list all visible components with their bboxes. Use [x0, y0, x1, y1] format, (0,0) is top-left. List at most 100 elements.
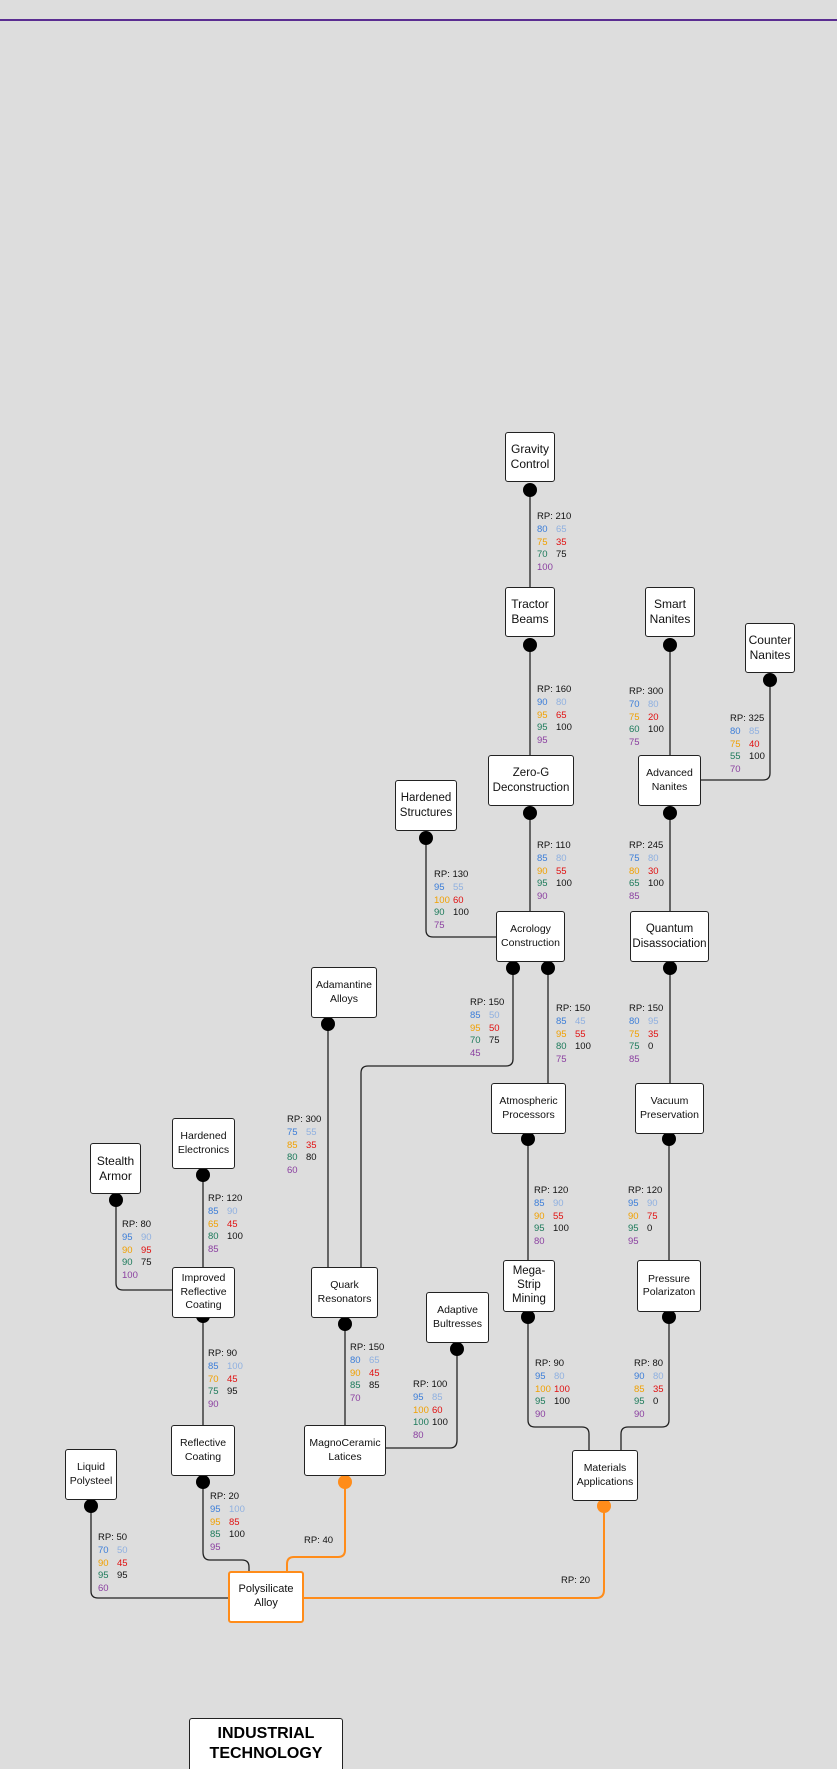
stat-value [647, 1236, 666, 1249]
node-label: Reflective Coating [179, 1437, 227, 1463]
stat-value: 100 [553, 1223, 569, 1235]
node-quark-resonators[interactable]: Quark Resonators [311, 1267, 378, 1318]
node-stealth-armor[interactable]: Stealth Armor [90, 1143, 141, 1194]
stat-value [227, 1244, 246, 1257]
node-polysilicate-alloy[interactable]: Polysilicate Alloy [228, 1571, 304, 1623]
stat-value: 75 [556, 549, 567, 561]
node-atmospheric-processors[interactable]: Atmospheric Processors [491, 1083, 566, 1134]
stat-value: 0 [648, 1041, 654, 1053]
port-quantum [663, 961, 677, 975]
node-magnoceramic-latices[interactable]: MagnoCeramic Latices [304, 1425, 386, 1476]
stat-value: 70 [98, 1544, 109, 1556]
node-zero-g-deconstruction[interactable]: Zero-G Deconstruction [488, 755, 574, 806]
stat-value: 85 [537, 852, 548, 864]
stat-value: 100 [229, 1503, 245, 1515]
stat-value: 70 [350, 1393, 361, 1405]
stat-value: 100 [537, 562, 553, 574]
stat-value: 35 [556, 536, 567, 548]
node-liquid-polysteel[interactable]: Liquid Polysteel [65, 1449, 117, 1500]
node-quantum-disassociation[interactable]: Quantum Disassociation [630, 911, 709, 962]
stat-row: 75 [434, 920, 472, 933]
node-adamantine-alloys[interactable]: Adamantine Alloys [311, 967, 377, 1018]
stat-value: 75 [208, 1386, 219, 1398]
stat-row: 95 [210, 1542, 248, 1555]
node-materials-applications[interactable]: Materials Applications [572, 1450, 638, 1501]
port-adamantine [321, 1017, 335, 1031]
stat-value: 0 [653, 1396, 659, 1408]
stat-value: 95 [648, 1015, 659, 1027]
stat-value: 65 [369, 1354, 380, 1366]
stat-value: 55 [306, 1126, 317, 1138]
stat-value: 100 [413, 1404, 429, 1416]
stat-value: 85 [287, 1139, 298, 1151]
stat-value: 55 [556, 865, 567, 877]
node-mega-strip-mining[interactable]: Mega- Strip Mining [503, 1260, 555, 1312]
rp-cost: RP: 100 [413, 1379, 448, 1390]
stat-value [141, 1270, 160, 1283]
node-label: Quantum Disassociation [632, 923, 707, 950]
stat-value: 95 [537, 735, 548, 747]
node-smart-nanites[interactable]: Smart Nanites [645, 587, 695, 637]
node-reflective-coating[interactable]: Reflective Coating [171, 1425, 235, 1476]
stat-value: 65 [208, 1218, 219, 1230]
node-vacuum-preservation[interactable]: Vacuum Preservation [635, 1083, 704, 1134]
stat-value: 55 [575, 1028, 586, 1040]
node-tractor-beams[interactable]: Tractor Beams [505, 587, 555, 637]
stat-value [554, 1409, 573, 1422]
stat-value: 95 [117, 1570, 128, 1582]
link-pressure-materials [620, 1317, 670, 1452]
stat-value: 80 [556, 696, 567, 708]
node-hardened-electronics[interactable]: Hardened Electronics [172, 1118, 235, 1169]
stat-value: 85 [556, 1015, 567, 1027]
node-pressure-polarizaton[interactable]: Pressure Polarizaton [637, 1260, 701, 1312]
stat-value: 50 [117, 1544, 128, 1556]
stat-value: 95 [227, 1386, 238, 1398]
stat-value: 65 [556, 523, 567, 535]
rp-cost: RP: 300 [629, 686, 664, 697]
stat-value: 60 [287, 1165, 298, 1177]
node-advanced-nanites[interactable]: Advanced Nanites [638, 755, 701, 806]
rp-cost: RP: 210 [537, 511, 572, 522]
node-adaptive-bultresses[interactable]: Adaptive Bultresses [426, 1292, 489, 1343]
node-acrology-construction[interactable]: Acrology Construction [496, 911, 565, 962]
stat-value: 95 [210, 1542, 221, 1554]
stat-value: 95 [537, 722, 548, 734]
port-gravity [523, 483, 537, 497]
stat-value: 95 [628, 1223, 639, 1235]
link-counter-advnan [700, 680, 771, 781]
port-acrology-left [506, 961, 520, 975]
stat-value: 85 [350, 1380, 361, 1392]
stat-value: 75 [141, 1257, 152, 1269]
stat-row: 95 0 [628, 1223, 666, 1236]
stat-value: 80 [648, 852, 659, 864]
stat-row: 60 [98, 1583, 136, 1596]
stat-value: 100 [554, 1383, 570, 1395]
stat-value: 90 [434, 907, 445, 919]
node-label: Improved Reflective Coating [180, 1272, 227, 1312]
stat-row: 95 85 [413, 1392, 451, 1405]
node-gravity-control[interactable]: Gravity Control [505, 432, 555, 482]
stat-value: 85 [432, 1391, 443, 1403]
node-label: Materials Applications [576, 1462, 634, 1488]
stat-value: 0 [647, 1223, 653, 1235]
rp-cost: RP: 90 [535, 1358, 565, 1369]
node-hardened-structures[interactable]: Hardened Structures [395, 780, 457, 831]
rp-cost: RP: 150 [556, 1003, 591, 1014]
stat-value: 95 [413, 1391, 424, 1403]
node-improved-reflective-coating[interactable]: Improved Reflective Coating [172, 1267, 235, 1318]
link-stealth-improved [115, 1200, 173, 1291]
node-counter-nanites[interactable]: Counter Nanites [745, 623, 795, 673]
stat-value: 70 [208, 1373, 219, 1385]
